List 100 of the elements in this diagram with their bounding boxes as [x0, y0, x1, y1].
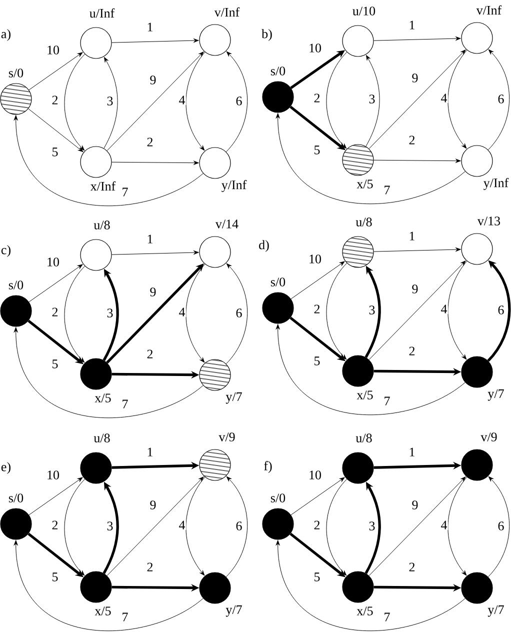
edge-label: 4	[440, 92, 448, 104]
arrow	[326, 52, 348, 149]
edge-label: 6	[234, 308, 244, 318]
edge-label: 2	[408, 346, 416, 356]
edge-label: 2	[146, 348, 154, 360]
panel-label: e)	[1, 462, 10, 474]
arrow	[14, 327, 204, 418]
vertex-label: s/0	[270, 494, 286, 502]
arrow	[368, 50, 466, 149]
edge-label: 2	[50, 520, 60, 530]
arrow	[326, 262, 348, 360]
vertex-label: s/0	[270, 278, 286, 286]
edge-label: 6	[234, 96, 244, 106]
arrow	[14, 540, 204, 632]
vertex-label: v/13	[477, 216, 500, 226]
edge-label: 9	[148, 286, 158, 298]
panel-label: b)	[262, 29, 272, 41]
arrow	[104, 57, 118, 149]
edge-label: 10	[46, 470, 60, 480]
vertex-label: s/0	[8, 494, 24, 502]
arrow	[106, 476, 204, 576]
edge-label: 5	[50, 146, 60, 158]
edge-label: 3	[106, 520, 114, 532]
edge-label: 2	[408, 562, 416, 572]
edge-label: 9	[410, 500, 420, 510]
arrow	[106, 52, 204, 151]
vertex-label: y/7	[226, 605, 242, 617]
arrow	[28, 477, 83, 516]
edge-label: 6	[234, 520, 244, 532]
edge-label: 3	[368, 304, 376, 316]
arrow	[374, 248, 461, 252]
vertex-label: v/9	[218, 432, 235, 442]
edge-label: 5	[50, 358, 60, 370]
arrow	[28, 264, 83, 302]
edge-label: 2	[50, 94, 60, 106]
edge-label: 7	[382, 184, 392, 196]
edge-label: 2	[312, 92, 322, 104]
edge-label: 3	[106, 96, 114, 106]
arrow	[226, 51, 248, 152]
arrow	[448, 50, 468, 149]
edge-label: 5	[312, 144, 322, 156]
edge-label: 7	[120, 612, 130, 622]
arrow	[112, 160, 199, 165]
edge-label: 10	[308, 470, 322, 480]
arrow	[28, 52, 83, 90]
edge-label: 1	[408, 446, 416, 458]
edge-label: 2	[312, 520, 322, 530]
edge-label: 4	[440, 304, 448, 314]
panel-label: c)	[1, 245, 10, 257]
vertex-label: y/7	[488, 389, 504, 401]
edge-label: 2	[146, 136, 154, 148]
edge-label: 5	[312, 356, 322, 366]
edge-label: 3	[106, 308, 114, 318]
arrow	[186, 476, 206, 576]
arrow	[326, 478, 348, 576]
edge-label: 2	[146, 562, 154, 572]
arrow	[374, 36, 461, 41]
vertex-label: u/10	[352, 6, 376, 16]
edge-label: 10	[308, 42, 322, 54]
arrow	[64, 266, 86, 363]
edge-label: 3	[368, 520, 376, 532]
edge-label: 9	[410, 72, 420, 84]
edge-label: 2	[50, 306, 60, 318]
arrow	[112, 38, 199, 43]
arrow	[276, 113, 466, 204]
arrow	[374, 158, 461, 163]
edge-label: 4	[178, 94, 186, 106]
vertex-label: v/Inf	[476, 5, 502, 15]
arrow	[488, 49, 510, 150]
edge-label: 7	[382, 612, 392, 622]
edge-label: 2	[408, 134, 416, 146]
arrow	[366, 55, 380, 147]
edge-label: 3	[368, 94, 376, 104]
vertex-label: x/5	[94, 606, 111, 616]
panel-label: a)	[1, 29, 10, 41]
arrow	[112, 250, 199, 255]
edge-label: 1	[408, 20, 416, 30]
edge-label: 6	[496, 94, 506, 104]
arrow	[276, 324, 466, 416]
edge-label: 4	[440, 520, 448, 530]
arrow	[290, 477, 345, 516]
arrow	[226, 263, 248, 364]
vertex-label: y/7	[488, 605, 504, 617]
vertex-label: s/0	[270, 66, 286, 76]
arrow	[14, 115, 204, 206]
vertex-label: x/Inf	[90, 181, 116, 191]
edge-label: 6	[496, 304, 506, 316]
edge-label: 9	[148, 74, 158, 86]
edge-label: 2	[312, 304, 322, 314]
vertex-label: v/Inf	[214, 7, 240, 17]
panel-label: f)	[264, 461, 272, 473]
edge-label: 4	[178, 306, 186, 318]
edge-label: 4	[178, 520, 186, 530]
edge-label: 1	[146, 446, 154, 458]
arrow	[276, 540, 466, 632]
vertex-label: y/Inf	[222, 180, 247, 192]
vertex-label: v/14	[215, 220, 238, 228]
vertex-label: u/8	[94, 434, 110, 442]
arrow	[64, 478, 86, 576]
vertex-label: v/9	[480, 432, 497, 442]
